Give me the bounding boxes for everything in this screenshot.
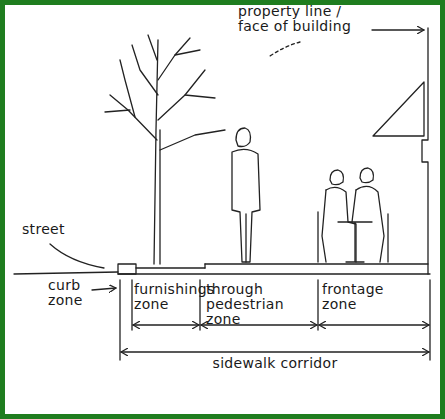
dimension-ticks [120,280,430,360]
pedestrian-figure [232,128,260,262]
leader-line [50,244,104,268]
tree-sketch [105,35,225,264]
sidewalk-sketch [5,5,440,414]
zone-label: frontage zone [322,282,402,312]
cafe-seating [318,168,388,262]
dimension-label: sidewalk corridor [190,356,360,371]
property-line-label: property line / face of building [238,4,373,34]
ground-section [14,264,430,274]
zone-label: curb zone [48,278,94,308]
leader-line [270,42,300,56]
street-label: street [22,222,82,237]
leader-line [92,288,116,290]
zone-label: through pedestrian zone [206,282,306,327]
leader-line [372,29,424,30]
zone-label: furnishings zone [134,282,204,312]
building-face [373,28,428,274]
